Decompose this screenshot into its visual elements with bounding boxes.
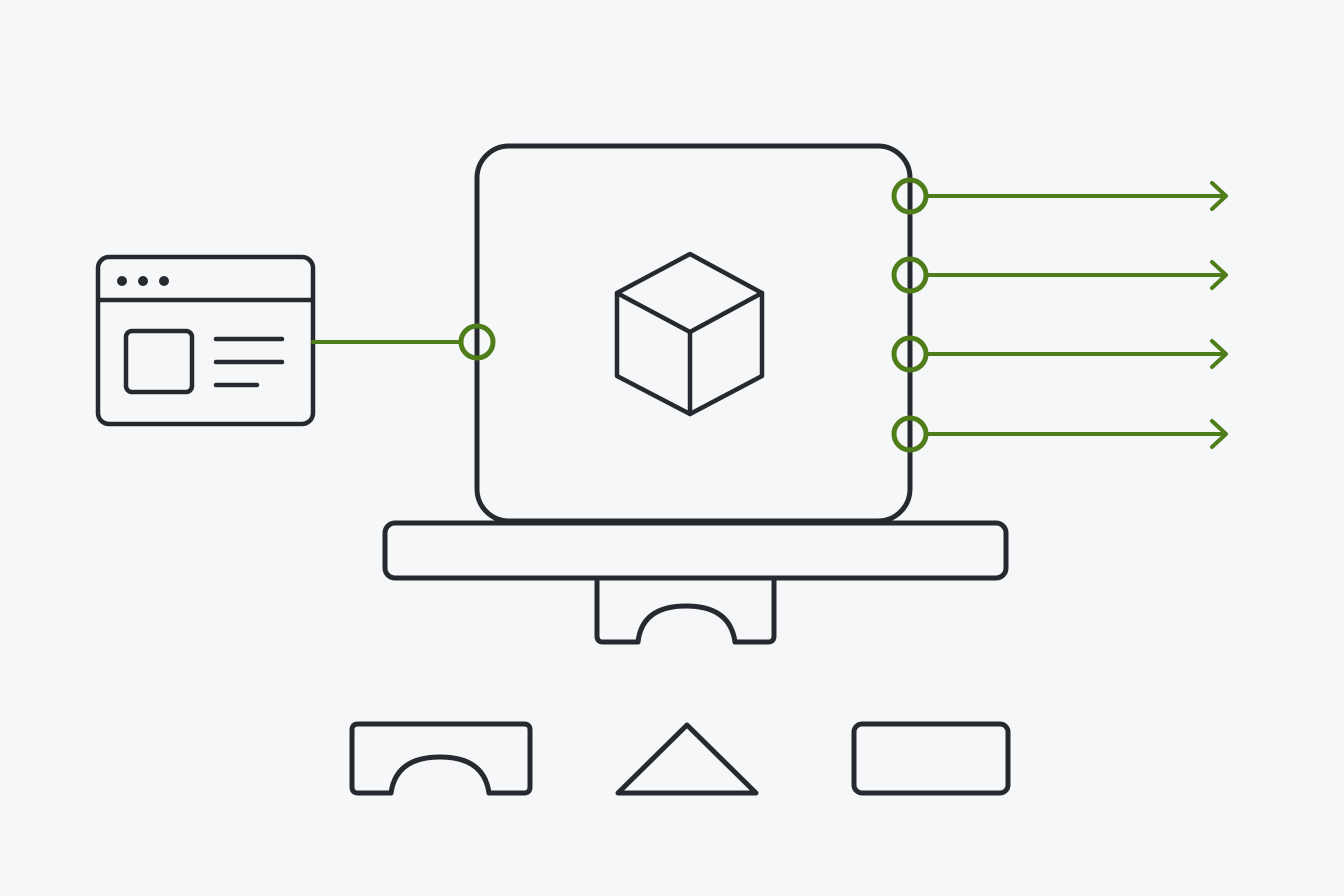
browser-dot-icon — [138, 276, 148, 286]
browser-image-placeholder-icon — [123, 328, 195, 395]
output-port-icon — [891, 415, 929, 453]
arrow-right-icon — [1210, 181, 1228, 211]
output-port-icon — [891, 177, 929, 215]
input-port-icon — [458, 323, 496, 361]
output-connector-2 — [891, 256, 1228, 294]
output-connector-3 — [891, 335, 1228, 373]
output-connectors — [891, 177, 1228, 453]
socket-connector — [594, 575, 777, 645]
cube-icon — [614, 251, 765, 417]
arrow-right-icon — [1210, 260, 1228, 290]
browser-dot-icon — [159, 276, 169, 286]
arrow-right-icon — [1210, 419, 1228, 449]
arrow-right-icon — [1210, 339, 1228, 369]
output-connector-4 — [891, 415, 1228, 453]
arch-block-icon — [349, 721, 533, 796]
triangle-icon — [615, 722, 759, 796]
rectangle-icon — [851, 721, 1011, 796]
output-port-icon — [891, 335, 929, 373]
platform-bar — [382, 520, 1009, 581]
browser-dot-icon — [117, 276, 127, 286]
output-port-icon — [891, 256, 929, 294]
output-connector-1 — [891, 177, 1228, 215]
